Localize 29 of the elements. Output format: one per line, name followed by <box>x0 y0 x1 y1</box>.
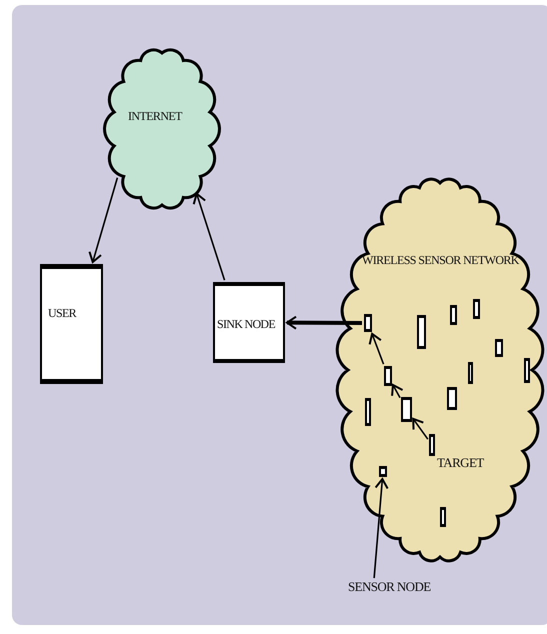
sensor-node <box>401 397 412 422</box>
sensor-node <box>524 358 530 383</box>
box-label: SINK NODE <box>217 318 276 332</box>
sensor-node <box>379 466 387 477</box>
box <box>213 282 285 363</box>
arrow <box>368 332 384 364</box>
sensor-node <box>450 305 457 325</box>
target-label: TARGET <box>437 456 484 470</box>
sensor-node <box>429 434 435 456</box>
arrow <box>286 316 362 330</box>
sensor-node <box>440 507 446 527</box>
arrow <box>192 192 226 280</box>
arrow <box>412 418 428 440</box>
arrow <box>373 478 389 578</box>
sensor-node <box>365 398 371 426</box>
cloud-label: WIRELESS SENSOR NETWORK <box>362 254 519 268</box>
box-label: USER <box>48 307 76 320</box>
arrow <box>391 384 404 398</box>
cloud-label: INTERNET <box>128 110 182 124</box>
arrow <box>88 178 118 264</box>
sensor-node <box>495 339 503 357</box>
sensor-node <box>364 314 372 332</box>
sensor-node <box>447 387 457 410</box>
sensor-node <box>468 362 473 384</box>
box <box>40 264 103 384</box>
node-label: SENSOR NODE <box>348 580 432 598</box>
sensor-node <box>417 315 426 349</box>
sensor-node <box>473 299 480 319</box>
sensor-node <box>384 366 392 386</box>
